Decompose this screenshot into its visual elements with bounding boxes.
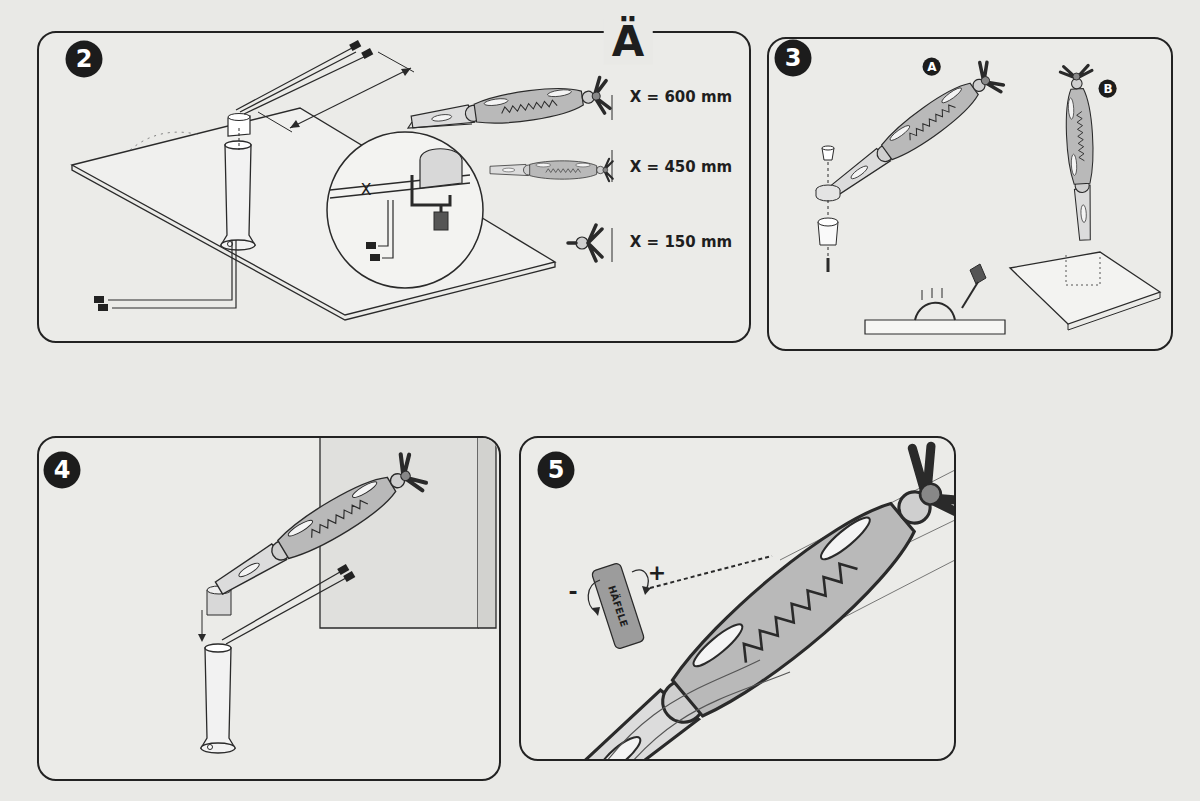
step-number: A	[922, 57, 941, 76]
step-number: 4	[43, 451, 81, 489]
direction-sign: +	[648, 561, 666, 585]
step-badge: B	[1098, 79, 1117, 98]
step-number: 2	[65, 40, 103, 78]
dimension-value: X = 150 mm	[630, 234, 732, 251]
dimension-value: X = 450 mm	[630, 159, 732, 176]
step-number: B	[1098, 79, 1117, 98]
dimension-label: X	[361, 181, 372, 199]
step-badge: A	[922, 57, 941, 76]
step-badge: 5	[537, 451, 575, 489]
step-number: 3	[774, 39, 812, 77]
dimension-value: X = 600 mm	[630, 89, 732, 106]
step-badge: 2	[65, 40, 103, 78]
step-number: 5	[537, 451, 575, 489]
brand-logo: Ä	[604, 19, 653, 65]
direction-sign: -	[568, 580, 577, 604]
step-badge: 3	[774, 39, 812, 77]
step-badge: 4	[43, 451, 81, 489]
